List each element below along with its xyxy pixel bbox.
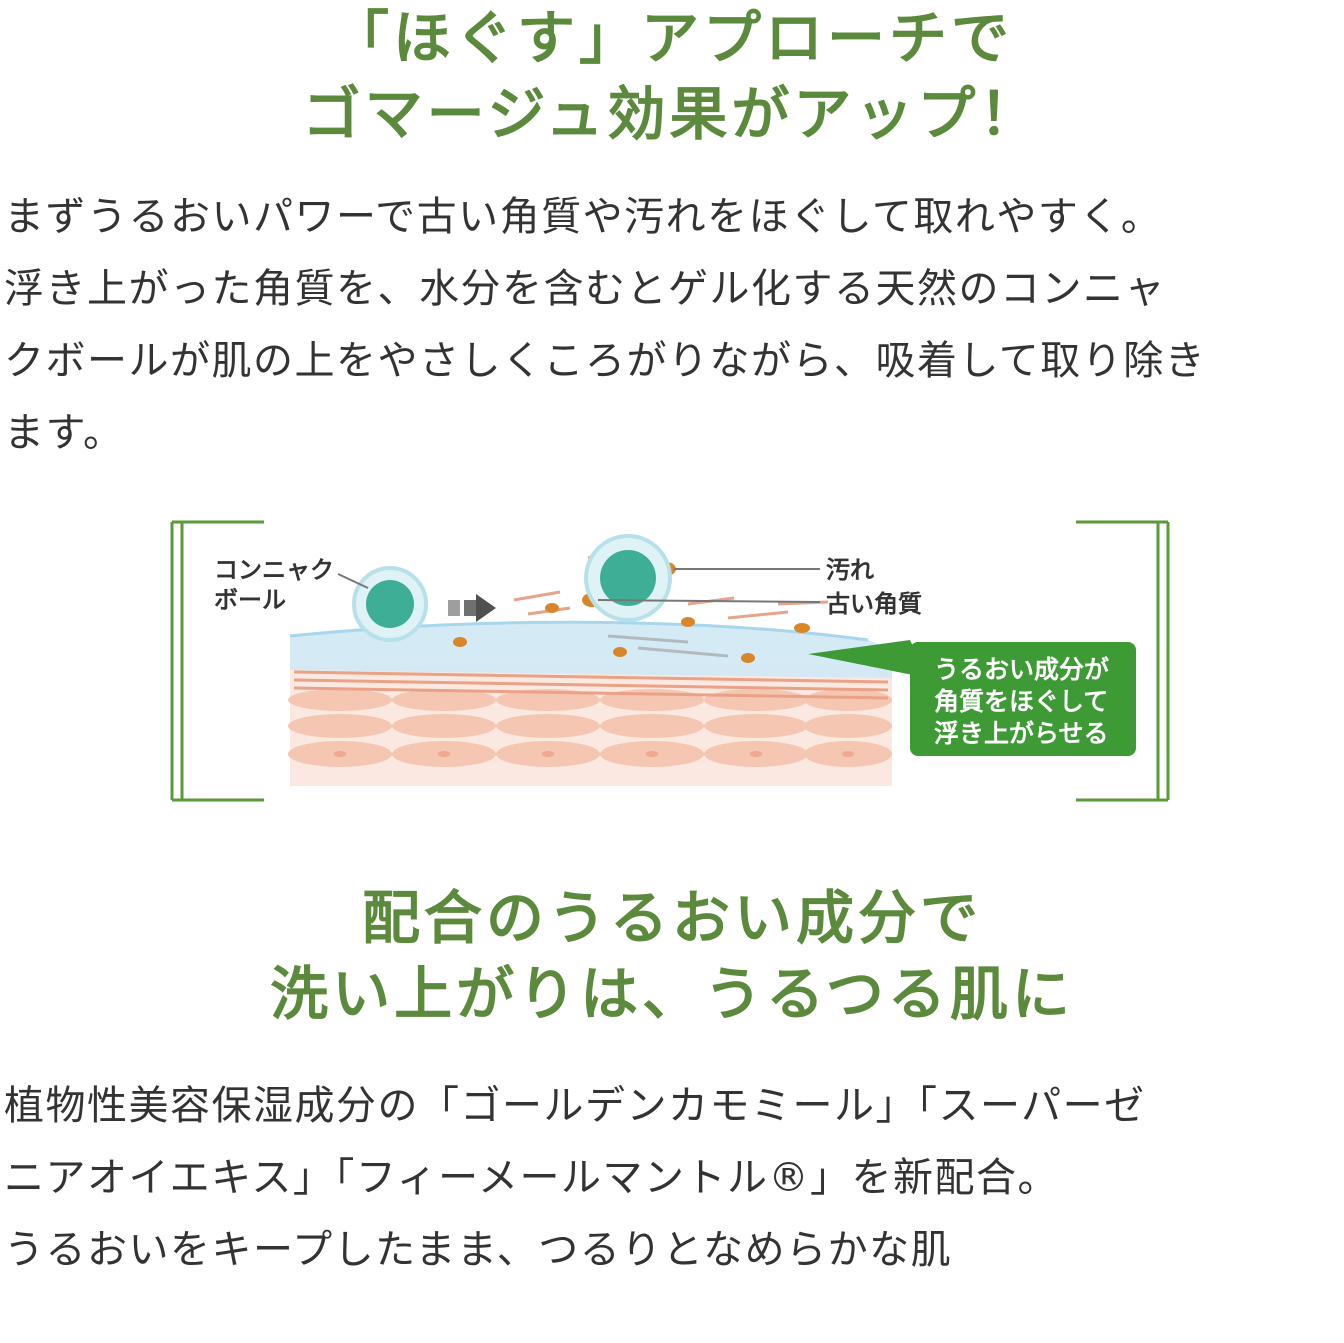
body-line-2: 浮き上がった角質を、水分を含むとゲル化する天然のコンニャ: [4, 266, 1166, 312]
konjac-ball-label-line2: ボール: [214, 586, 286, 614]
old-keratin-label: 古い角質: [826, 590, 922, 618]
arrow-right-icon: [448, 594, 496, 622]
section-heading-hogusu: 「ほぐす」アプローチで ゴマージュ効果がアップ！: [0, 0, 1344, 152]
heading-line-2: 洗い上がりは、うるつる肌に: [270, 960, 1074, 1028]
skin-layers: [288, 666, 892, 786]
moisture-layer: [290, 622, 892, 678]
callout-line-2: 角質をほぐして: [934, 687, 1108, 716]
section-body-moisture: 植物性美容保湿成分の「ゴールデンカモミール」「スーパーゼ ニアオイエキス」「フィ…: [4, 1070, 1344, 1286]
heading-line-1: 配合のうるおい成分で: [361, 884, 982, 952]
body-line-1: 植物性美容保湿成分の「ゴールデンカモミール」「スーパーゼ: [4, 1083, 1146, 1129]
frame-right-bracket: [1076, 520, 1170, 802]
dirt-label: 汚れ: [826, 556, 874, 584]
section-body-hogusu: まずうるおいパワーで古い角質や汚れをほぐして取れやすく。 浮き上がった角質を、水…: [4, 181, 1344, 469]
callout-line-3: 浮き上がらせる: [934, 719, 1109, 748]
konjac-ball-diagram: コンニャク ボール 汚れ 古い角質 うるおい成分が 角質をほぐして 浮き上がらせ…: [170, 520, 1170, 802]
frame-left-bracket: [170, 520, 264, 802]
body-line-3: うるおいをキープしたまま、つるりとなめらかな肌: [4, 1227, 953, 1273]
konjac-ball-label-line1: コンニャク: [214, 556, 334, 584]
section-heading-moisture: 配合のうるおい成分で 洗い上がりは、うるつる肌に: [0, 880, 1344, 1032]
moisture-callout: うるおい成分が 角質をほぐして 浮き上がらせる: [808, 640, 1136, 756]
body-line-2: ニアオイエキス」「フィーメールマントル®」を新配合。: [4, 1155, 1059, 1201]
callout-line-1: うるおい成分が: [934, 655, 1109, 684]
konjac-ball-1: [352, 566, 428, 642]
body-line-4: ます。: [4, 410, 125, 456]
konjac-ball-2: [584, 534, 672, 622]
body-line-3: クボールが肌の上をやさしくころがりながら、吸着して取り除き: [4, 338, 1207, 384]
body-line-1: まずうるおいパワーで古い角質や汚れをほぐして取れやすく。: [4, 194, 1163, 240]
heading-line-2: ゴマージュ効果がアップ！: [302, 80, 1042, 148]
heading-line-1: 「ほぐす」アプローチで: [330, 4, 1013, 72]
